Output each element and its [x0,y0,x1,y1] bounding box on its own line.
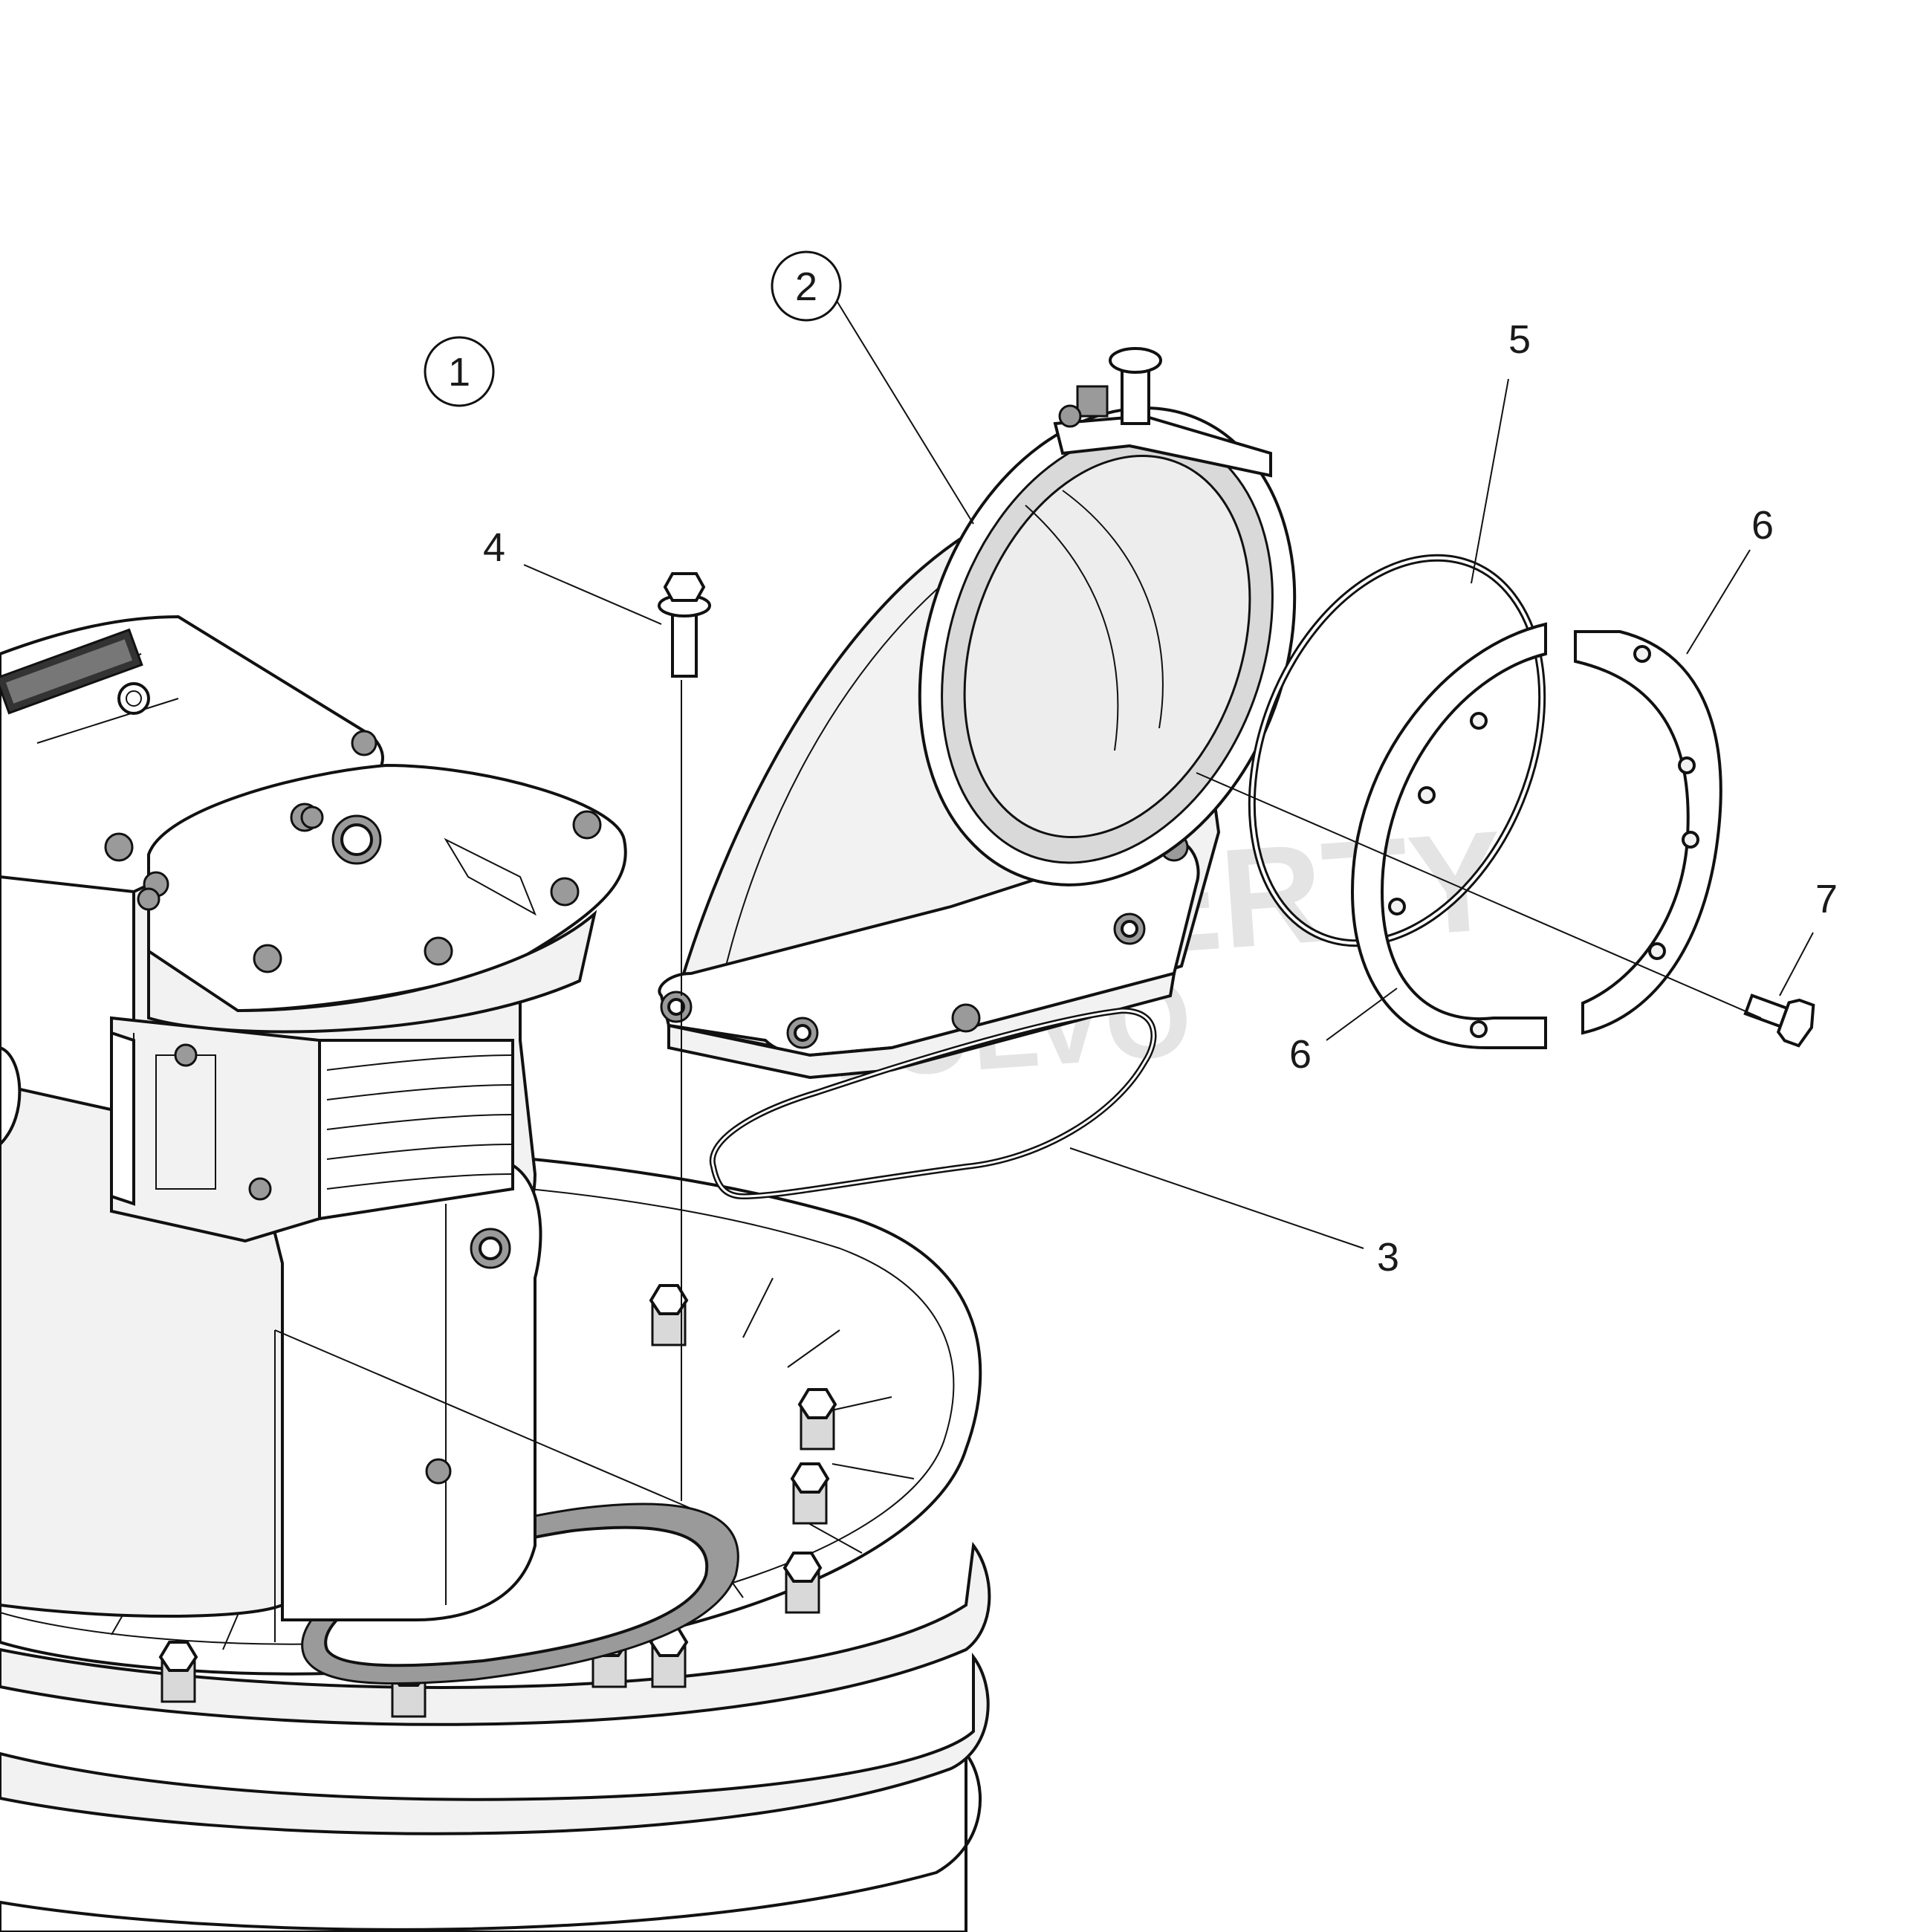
bellows [110,1016,514,1243]
exhaust-elbow [658,347,1297,1080]
split-ring-half-rear [1574,630,1722,1035]
nameplate [0,628,143,715]
split-ring-half-front [1350,622,1547,1049]
callout-7-label: 7 [1815,877,1838,921]
flange-bolt-part-4 [658,572,711,678]
callout-3-label: 3 [1377,1235,1399,1280]
callout-1-label: 1 [448,350,470,395]
callout-2: 2 [771,250,842,322]
callout-6-front-label: 6 [1289,1032,1312,1077]
screw-part-7 [1743,993,1815,1048]
callout-1: 1 [424,336,495,407]
cover-bolts [104,730,602,973]
o-ring [1248,554,1546,947]
callout-6-rear-label: 6 [1751,503,1774,548]
callout-2-label: 2 [795,265,817,309]
drive-unit-housing [0,615,991,1932]
callout-5-label: 5 [1508,317,1531,362]
leader-lines [274,293,1814,1642]
callout-4-label: 4 [483,525,505,570]
clamp-lever [1053,347,1272,478]
callouts: 1 2 3 4 5 6 6 7 [424,250,1838,1280]
